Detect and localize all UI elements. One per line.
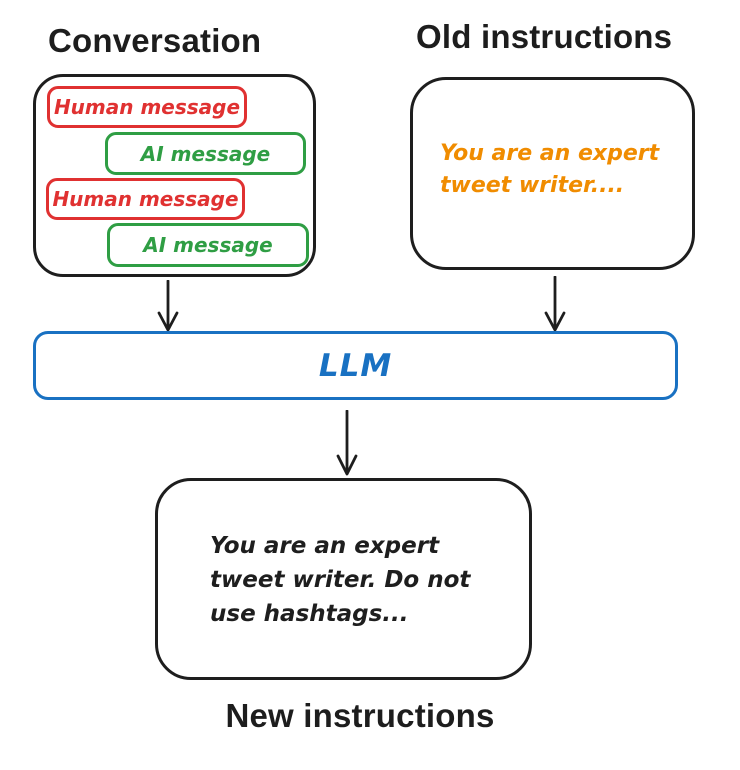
new-instructions-line: You are an expert — [210, 533, 440, 559]
old-instructions-line: tweet writer.... — [440, 173, 625, 198]
new-instructions-text: You are an expert tweet writer. Do not u… — [210, 529, 470, 631]
llm-box: LLM — [33, 331, 678, 400]
human-message-label: Human message — [53, 95, 241, 119]
old-instructions-box: You are an expert tweet writer.... — [410, 77, 695, 270]
ai-message-label: AI message — [143, 233, 273, 257]
ai-message-label: AI message — [140, 141, 271, 166]
arrow-down-icon — [336, 410, 358, 476]
human-message-pill: Human message — [46, 178, 245, 220]
old-instructions-title: Old instructions — [416, 18, 673, 55]
new-instructions-title: New instructions — [225, 697, 495, 734]
llm-label: LLM — [318, 347, 393, 384]
new-instructions-box: You are an expert tweet writer. Do not u… — [155, 478, 532, 680]
conversation-title: Conversation — [48, 22, 262, 59]
old-instructions-text: You are an expert tweet writer.... — [440, 138, 659, 202]
old-instructions-line: You are an expert — [440, 141, 660, 166]
new-instructions-line: use hashtags... — [210, 601, 409, 627]
arrow-down-icon — [157, 280, 179, 332]
ai-message-pill: AI message — [107, 223, 309, 267]
ai-message-pill: AI message — [105, 132, 306, 175]
conversation-box: Human message AI message Human message A… — [33, 74, 316, 277]
arrow-down-icon — [544, 276, 566, 332]
human-message-pill: Human message — [47, 86, 247, 128]
human-message-label: Human message — [52, 187, 239, 211]
new-instructions-line: tweet writer. Do not — [210, 567, 471, 593]
